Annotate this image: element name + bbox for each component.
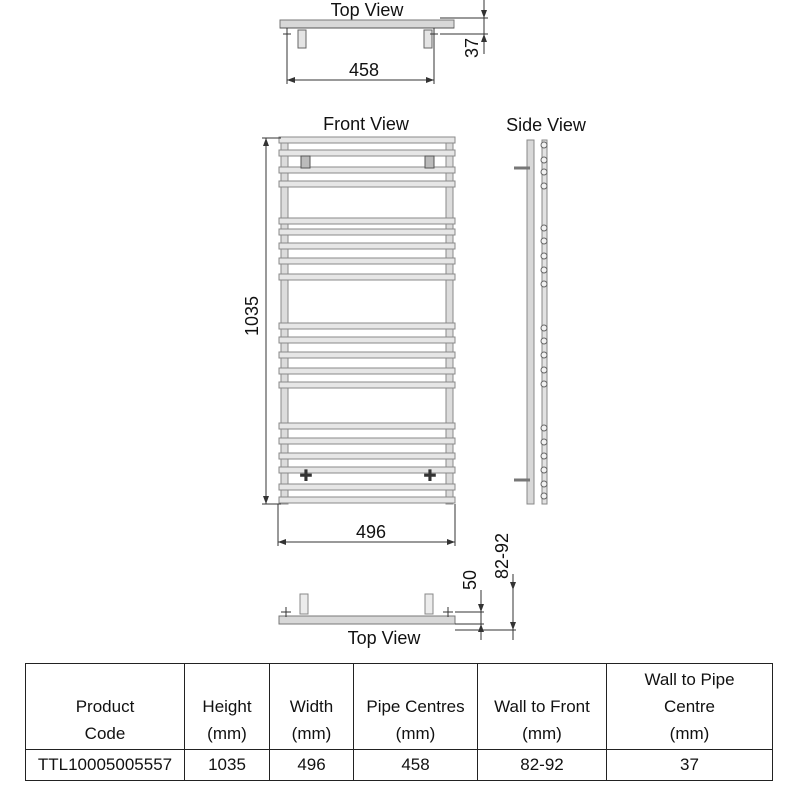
rail-bar (278, 166, 456, 174)
cell-width: 496 (269, 749, 354, 781)
rail-bar (278, 483, 456, 491)
cell-product-code: TTL10005005557 (25, 749, 185, 781)
side-view-label: Side View (506, 115, 587, 135)
rail-bar (278, 437, 456, 445)
side-bolt (540, 466, 548, 474)
rail-bar (278, 180, 456, 188)
cell-wall-to-pipe-centre: 37 (606, 749, 773, 781)
rail-bar (278, 351, 456, 359)
lower-valve-left (299, 593, 309, 615)
header-pipe-centres: Pipe Centres (mm) (353, 663, 478, 750)
top-view-lower-label: Top View (348, 628, 422, 648)
cell-wall-to-front: 82-92 (477, 749, 607, 781)
top-view-rail (279, 19, 455, 29)
height-dimension: 1035 (242, 296, 262, 336)
rail-bar (278, 257, 456, 265)
side-bolt (540, 252, 548, 260)
side-bolt (540, 337, 548, 345)
header-wall-to-front: Wall to Front (mm) (477, 663, 607, 750)
side-bolt (540, 280, 548, 288)
side-upright (526, 139, 535, 505)
specification-table: Product Code Height (mm) Width (mm) Pipe… (25, 663, 773, 781)
top-view-upper-label: Top View (331, 0, 405, 20)
rail-bar (278, 452, 456, 460)
top-valve-right (424, 155, 435, 169)
top-view-lower: Top View 50 82-92 (278, 533, 516, 648)
side-bolt (540, 452, 548, 460)
rail-bar (278, 496, 456, 504)
rail-bar (278, 367, 456, 375)
table-row: TTL10005005557 1035 496 458 82-92 37 (25, 749, 773, 781)
top-view-lower-rail (278, 615, 456, 625)
valve-right (423, 29, 433, 49)
bottom-valve-right: ✚ (423, 466, 436, 485)
rail-bar (278, 136, 456, 144)
rail-bar (278, 381, 456, 389)
bottom-valve-left: ✚ (299, 466, 312, 485)
side-bolt (540, 156, 548, 164)
technical-drawing: Top View 458 37 Front View (242, 0, 587, 648)
width-dimension: 496 (356, 522, 386, 542)
header-product-code: Product Code (25, 663, 185, 750)
rail-bar (278, 422, 456, 430)
wall-to-front-dimension: 82-92 (492, 533, 512, 579)
rail-bar (278, 242, 456, 250)
right-upright (445, 137, 454, 505)
bracket-depth-dimension: 50 (460, 570, 480, 590)
top-view-upper: Top View 458 37 (279, 0, 488, 84)
valve-left (297, 29, 307, 49)
header-width: Width (mm) (269, 663, 354, 750)
left-upright (280, 137, 289, 505)
front-view-label: Front View (323, 114, 410, 134)
side-bolt (540, 141, 548, 149)
rail-bar (278, 273, 456, 281)
cell-height: 1035 (184, 749, 270, 781)
side-bolt (540, 224, 548, 232)
side-bolt (540, 324, 548, 332)
front-view: Front View ✚ ✚ 1035 496 (242, 114, 456, 546)
side-bolt (540, 480, 548, 488)
side-bolt (540, 182, 548, 190)
rail-bar (278, 466, 456, 474)
top-valve-left (300, 155, 311, 169)
side-bolt (540, 424, 548, 432)
side-bolt (540, 266, 548, 274)
table-header-row: Product Code Height (mm) Width (mm) Pipe… (25, 663, 773, 750)
side-bolt (540, 438, 548, 446)
pipe-centres-dimension: 458 (349, 60, 379, 80)
cell-pipe-centres: 458 (353, 749, 478, 781)
rail-bar (278, 336, 456, 344)
rail-bar (278, 322, 456, 330)
side-bolt (540, 366, 548, 374)
side-bolt (540, 237, 548, 245)
rail-bar (278, 149, 456, 157)
side-bolt (540, 380, 548, 388)
rail-bars (278, 136, 456, 504)
wall-to-pipe-dimension: 37 (462, 38, 482, 58)
side-bolt (540, 168, 548, 176)
side-bolt (540, 492, 548, 500)
side-view: Side View (506, 115, 587, 505)
rail-bar (278, 228, 456, 236)
lower-valve-right (424, 593, 434, 615)
rail-bar (278, 217, 456, 225)
header-wall-to-pipe-centre: Wall to Pipe Centre (mm) (606, 663, 773, 750)
side-bolt (540, 351, 548, 359)
side-bar-ends (541, 139, 548, 505)
header-height: Height (mm) (184, 663, 270, 750)
side-bar-bolts (540, 141, 548, 500)
